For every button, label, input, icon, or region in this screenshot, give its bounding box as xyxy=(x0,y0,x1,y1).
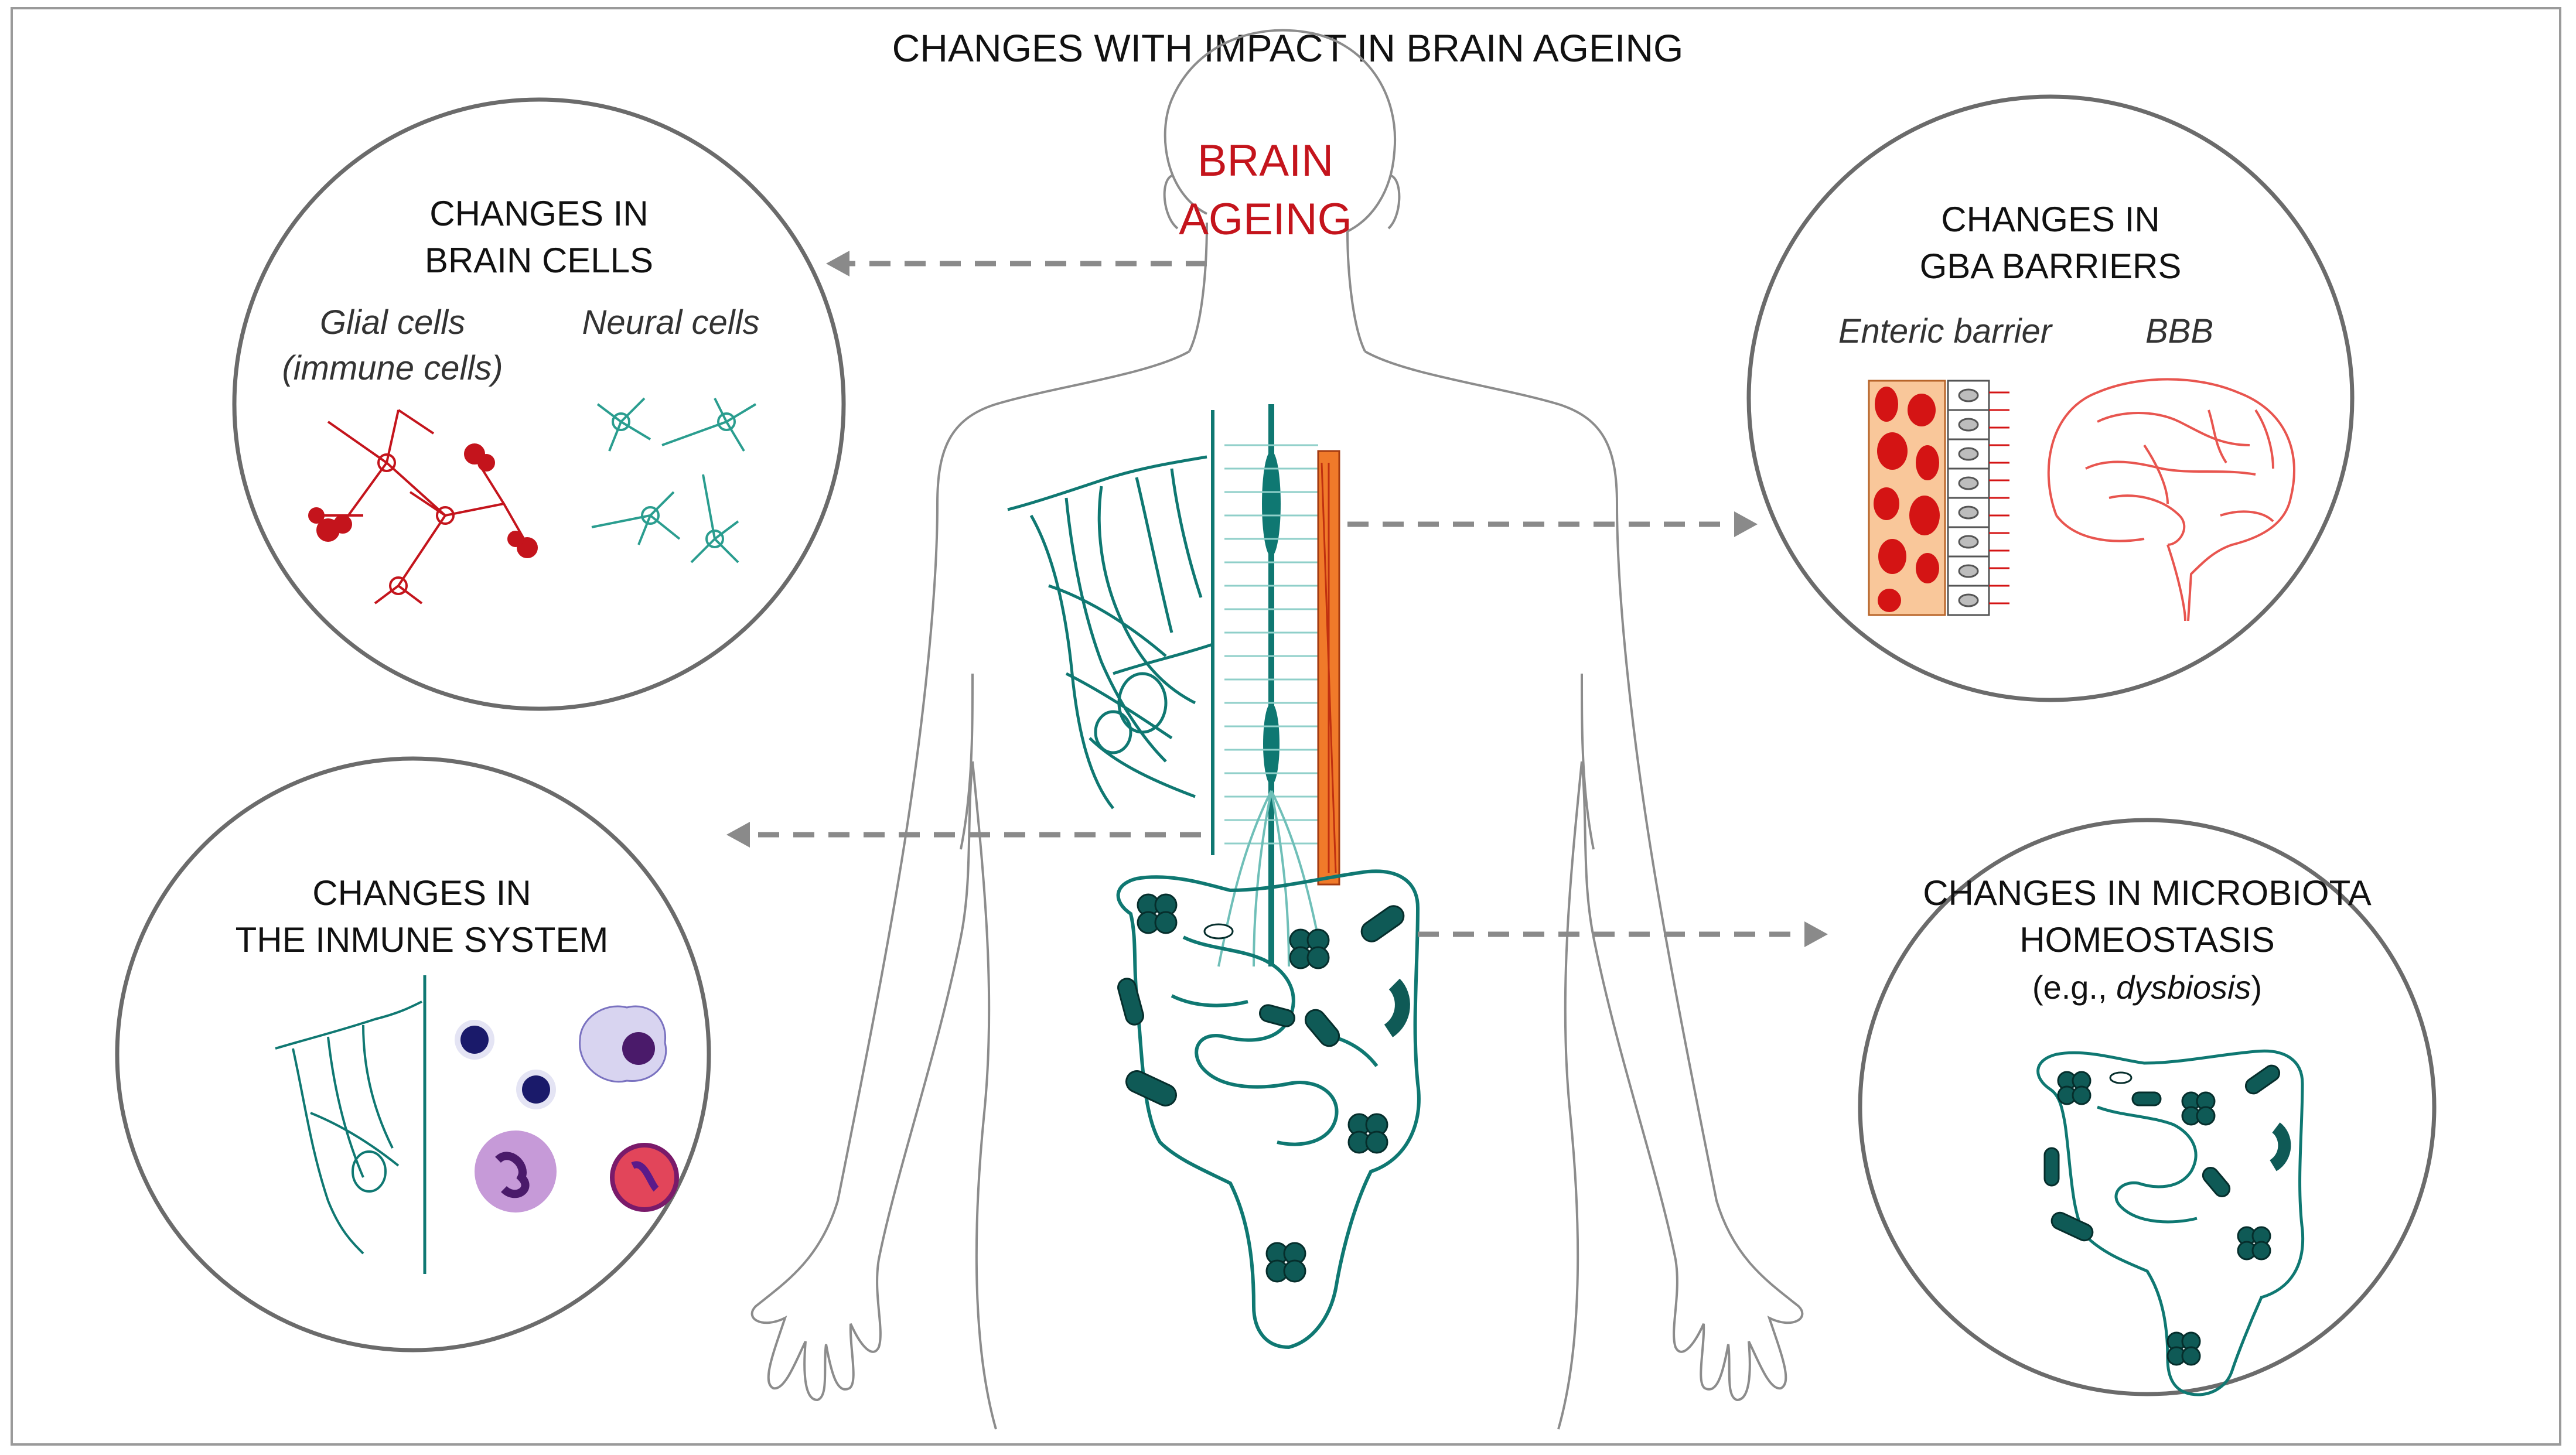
bbb-brain-illustration xyxy=(2047,378,2295,621)
bbb-label: BBB xyxy=(2145,312,2213,350)
glial-cells-label: Glial cells xyxy=(320,303,465,341)
panel-immune-system: CHANGES IN THE INMUNE SYSTEM xyxy=(115,756,711,1352)
brain-ageing-line2: AGEING xyxy=(1179,194,1352,244)
arrowhead-left-top xyxy=(826,251,849,276)
panel-microbiota: CHANGES IN MICROBIOTA HOMEOSTASIS (e.g.,… xyxy=(1858,818,2437,1396)
figure-title: CHANGES WITH IMPACT IN BRAIN AGEING xyxy=(892,26,1684,70)
intestine-bacteria xyxy=(1117,893,1410,1283)
microbiota-example: (e.g., dysbiosis) xyxy=(2032,969,2262,1006)
immune-lymphatic-illustration xyxy=(275,975,427,1274)
glial-cells-illustration xyxy=(308,409,538,604)
immune-heading-line2: THE INMUNE SYSTEM xyxy=(236,920,609,959)
arrows xyxy=(744,261,1804,937)
lymphatic-network xyxy=(1007,410,1214,855)
panel-brain-cells: CHANGES IN BRAIN CELLS Glial cells (immu… xyxy=(232,97,846,711)
brain-ageing-line1: BRAIN xyxy=(1197,136,1333,186)
immune-cells-illustration xyxy=(455,1005,679,1212)
panel-gba-barriers: CHANGES IN GBA BARRIERS Enteric barrier … xyxy=(1746,94,2355,702)
spinal-cord xyxy=(1217,404,1325,967)
body-silhouette xyxy=(750,29,1804,1430)
example-term: dysbiosis xyxy=(2116,969,2251,1006)
brain-cells-heading-line1: CHANGES IN xyxy=(429,194,648,233)
gba-heading-line2: GBA BARRIERS xyxy=(1920,247,2182,286)
microbiota-intestine-illustration xyxy=(2036,1049,2305,1396)
enteric-barrier-illustration xyxy=(1868,380,2009,616)
arrowhead-right-bottom xyxy=(1804,921,1828,947)
enteric-barrier-label: Enteric barrier xyxy=(1838,312,2053,350)
brain-cells-heading-line2: BRAIN CELLS xyxy=(425,241,653,280)
gba-heading-line1: CHANGES IN xyxy=(1941,200,2159,239)
figure-frame xyxy=(11,7,2561,1446)
neural-cells-illustration xyxy=(591,397,757,563)
microbiota-heading-line2: HOMEOSTASIS xyxy=(2019,920,2275,959)
example-suffix: ) xyxy=(2251,969,2262,1006)
immune-heading-line1: CHANGES IN xyxy=(312,873,531,913)
arrowhead-right-top xyxy=(1734,511,1758,537)
muscle-strip xyxy=(1317,450,1340,886)
neural-cells-label: Neural cells xyxy=(582,303,760,341)
glial-cells-sublabel: (immune cells) xyxy=(282,349,503,387)
arrowhead-left-bottom xyxy=(726,822,750,848)
example-prefix: (e.g., xyxy=(2032,969,2116,1006)
microbiota-bacteria xyxy=(2043,1064,2291,1366)
microbiota-heading-line1: CHANGES IN MICROBIOTA xyxy=(1923,873,2372,913)
arrowheads xyxy=(726,251,1828,947)
